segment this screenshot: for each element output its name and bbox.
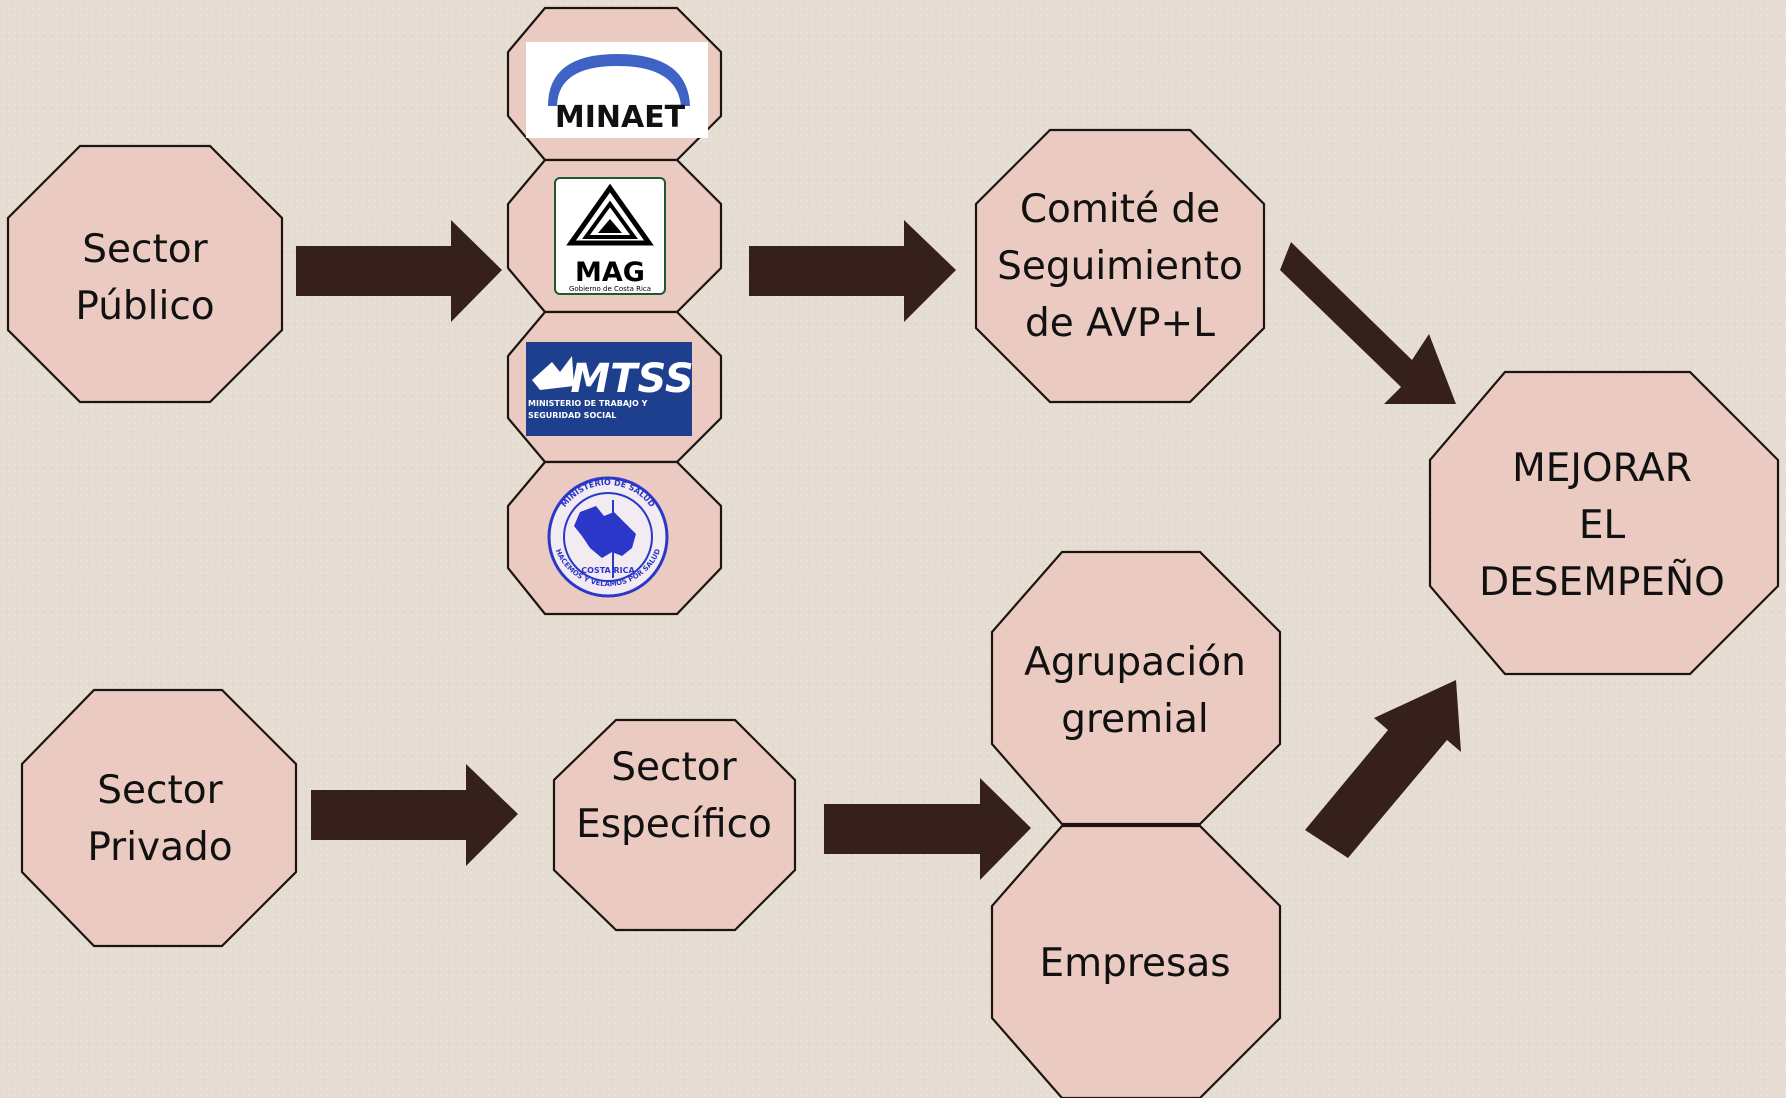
sector-especifico-line-1: Sector	[611, 745, 737, 790]
mag-logo: MAG Gobierno de Costa Rica	[554, 177, 666, 295]
comite-node	[974, 128, 1266, 404]
mejorar-line-2: EL	[1579, 503, 1626, 548]
comite-line-3: de AVP+L	[1025, 301, 1215, 346]
arrow-publico-to-ministries	[296, 220, 502, 322]
sector-privado-line-2: Privado	[87, 825, 232, 870]
sector-publico-node	[6, 144, 284, 404]
salud-seal: MINISTERIO DE SALUD HACEMOS Y VELAMOS PO…	[547, 476, 669, 598]
mtss-wordmark: MTSS	[570, 356, 693, 402]
agrupacion-line-2: gremial	[1061, 697, 1209, 742]
minaet-arc	[548, 54, 690, 106]
arrow-empresas-to-mejorar	[1305, 680, 1461, 858]
agrupacion-line-1: Agrupación	[1024, 640, 1246, 685]
agrupacion-label: Agrupación gremial	[1024, 640, 1246, 742]
minaet-logo: MINAET	[526, 42, 708, 138]
salud-country: COSTA RICA	[581, 566, 635, 575]
sector-privado-line-1: Sector	[97, 768, 223, 813]
mtss-bird-icon	[532, 356, 574, 390]
comite-line-2: Seguimiento	[997, 244, 1243, 289]
sector-especifico-line-2: Específico	[576, 802, 772, 847]
empresas-label: Empresas	[1039, 941, 1230, 986]
sector-publico-line-1: Sector	[82, 227, 208, 272]
costa-rica-map-icon	[574, 506, 636, 558]
mejorar-line-1: MEJORAR	[1512, 446, 1692, 491]
comite-label: Comité de Seguimiento de AVP+L	[997, 187, 1243, 346]
mtss-subtitle-1: MINISTERIO DE TRABAJO Y	[528, 399, 648, 408]
mejorar-node	[1428, 370, 1780, 676]
empresas-node	[990, 824, 1282, 1098]
mag-wordmark: MAG	[575, 257, 645, 288]
arrow-comite-to-mejorar	[1280, 242, 1456, 404]
sector-publico-line-2: Público	[75, 284, 214, 329]
arrow-especifico-to-agrupacion	[824, 778, 1031, 880]
arrow-ministries-to-comite	[749, 220, 956, 322]
sector-especifico-node	[552, 718, 797, 932]
arrow-privado-to-especifico	[311, 764, 518, 866]
empresas-line-1: Empresas	[1039, 941, 1230, 986]
agrupacion-node	[990, 550, 1282, 826]
sector-privado-node	[20, 688, 298, 948]
mag-subtitle: Gobierno de Costa Rica	[569, 285, 651, 293]
minaet-wordmark: MINAET	[555, 100, 686, 135]
mtss-subtitle-2: SEGURIDAD SOCIAL	[528, 411, 616, 420]
mejorar-label: MEJORAR EL DESEMPEÑO	[1479, 446, 1725, 605]
mtss-logo: MTSS MINISTERIO DE TRABAJO Y SEGURIDAD S…	[526, 342, 694, 436]
mejorar-line-3: DESEMPEÑO	[1479, 558, 1725, 605]
mag-triangle-icon	[566, 183, 654, 246]
comite-line-1: Comité de	[1020, 187, 1220, 232]
